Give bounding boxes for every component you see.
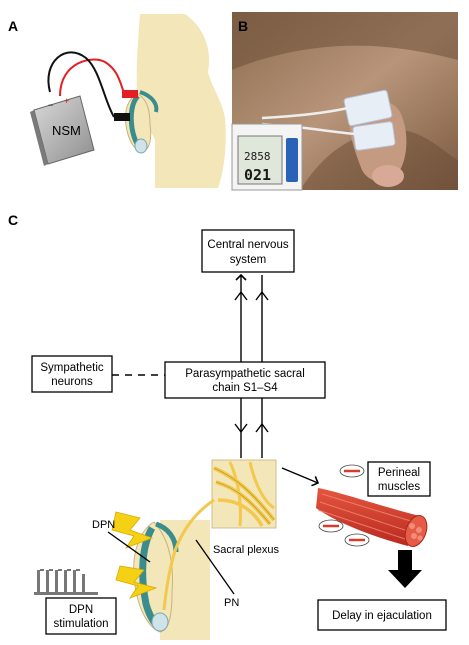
- delay-box: [317, 599, 447, 631]
- parasympathetic-box: [164, 361, 326, 399]
- perineal-line-1: Perineal: [378, 467, 420, 479]
- pn-nerve: [162, 498, 215, 611]
- sympathetic-line-2: neurons: [51, 376, 93, 388]
- panel-a-letter: A: [8, 18, 18, 34]
- nsm-label: NSM: [52, 123, 81, 138]
- perineal-line-2: muscles: [378, 481, 420, 493]
- display-large: 021: [244, 166, 271, 184]
- panel-b: 2858 021 B: [231, 12, 458, 191]
- dpn-pointer: [107, 531, 151, 563]
- red-electrode: [122, 90, 138, 98]
- lightning-bolt-1: [111, 511, 154, 549]
- plus-sign: +: [64, 96, 69, 106]
- big-down-arrow: [388, 550, 422, 588]
- lower-anatomy-illustration: [111, 498, 215, 640]
- sacral-plexus-illustration: [211, 459, 277, 529]
- cns-box: [201, 229, 295, 273]
- lightning-bolt-2: [115, 565, 158, 599]
- nsm-device: NSM + −: [30, 95, 95, 166]
- perineal-box: [367, 461, 431, 497]
- display-small: 2858: [244, 150, 271, 163]
- pn-pointer: [195, 539, 235, 595]
- torso-silhouette: [136, 14, 226, 188]
- panel-c-letter: C: [8, 212, 18, 228]
- panel-c: C Central nervous system Parasympathetic…: [8, 212, 447, 640]
- dpn-stimulation-line-2: stimulation: [54, 618, 109, 630]
- sympathetic-box: [31, 355, 113, 393]
- panel-a: A NSM + −: [8, 14, 226, 188]
- cns-line-1: Central nervous: [207, 239, 288, 251]
- arrow-to-perineal: [281, 467, 320, 487]
- muscle-illustration: [316, 464, 428, 547]
- cns-line-2: system: [230, 254, 266, 266]
- panel-b-letter: B: [238, 18, 248, 34]
- black-wire: [47, 51, 115, 118]
- sacral-plexus-label: Sacral plexus: [213, 544, 280, 556]
- delay-text: Delay in ejaculation: [332, 610, 432, 622]
- dpn-stimulation-line-1: DPN: [69, 604, 93, 616]
- photo-stimulator: 2858 021: [231, 123, 303, 191]
- genital-cross-section: [125, 90, 159, 154]
- pn-label: PN: [224, 597, 239, 609]
- parasympathetic-line-2: chain S1–S4: [212, 382, 278, 394]
- minus-sign: −: [48, 100, 53, 110]
- stimulation-pulse-train: [34, 569, 98, 595]
- dpn-label: DPN: [92, 519, 115, 531]
- sympathetic-line-1: Sympathetic: [40, 362, 104, 374]
- red-wire: [59, 58, 125, 97]
- black-electrode: [114, 113, 130, 121]
- parasympathetic-line-1: Parasympathetic sacral: [185, 368, 305, 380]
- dpn-stimulation-box: [45, 597, 117, 635]
